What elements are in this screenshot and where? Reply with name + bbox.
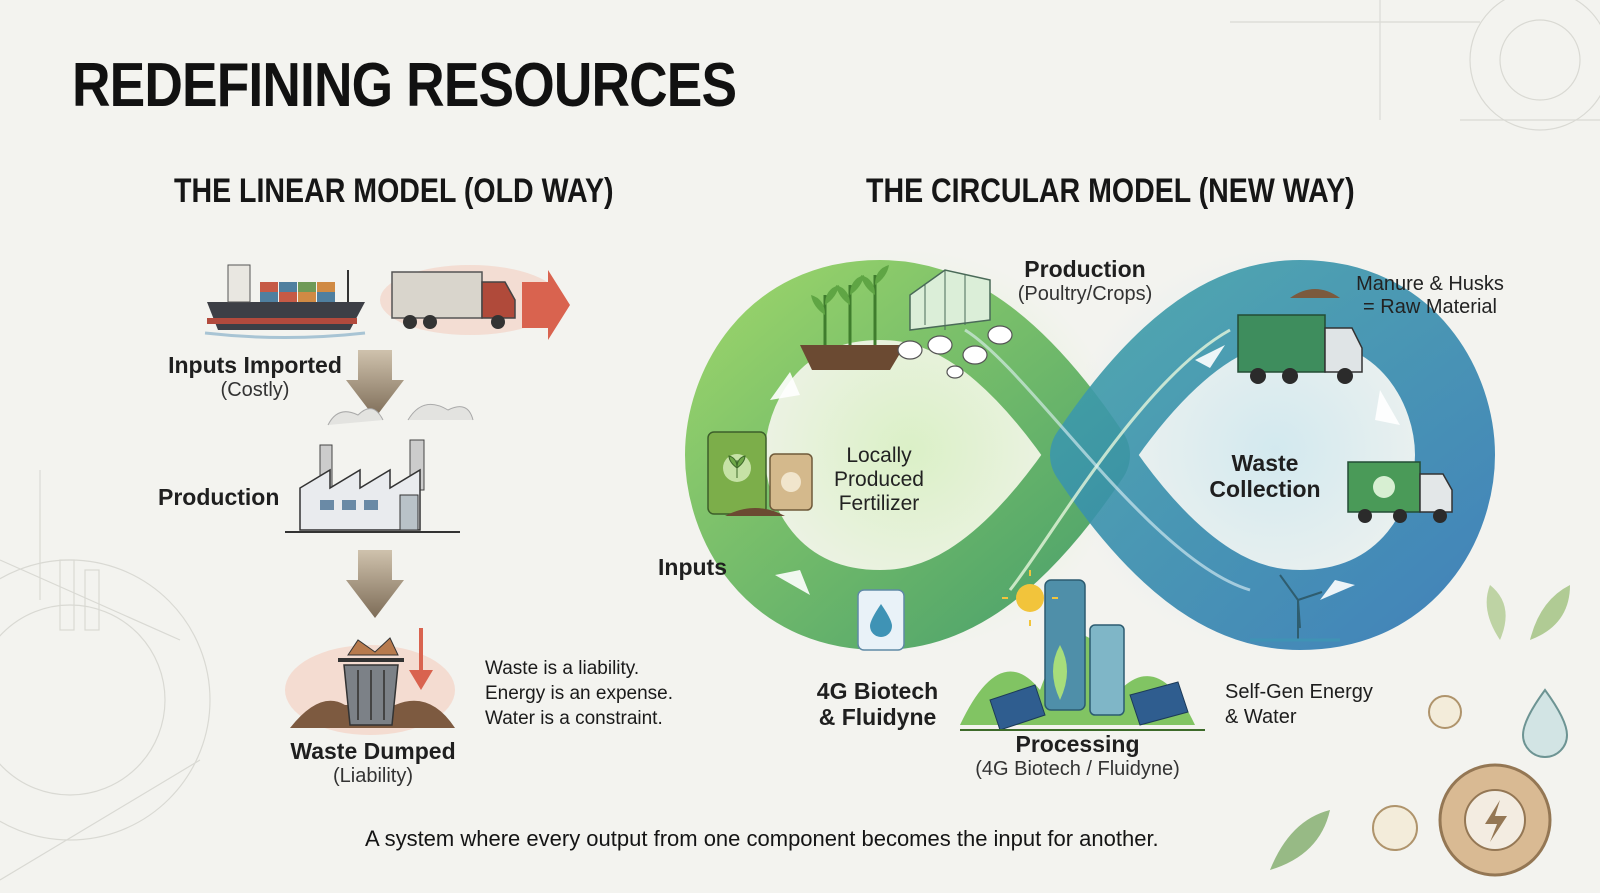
truck-icon [380, 265, 570, 340]
arrow-down-2 [346, 550, 404, 618]
trash-can-icon [285, 628, 455, 735]
fertilizer-bags-icon [707, 431, 813, 516]
inputs-imported-label: Inputs Imported (Costly) [168, 352, 342, 401]
waste-dumped-label: Waste Dumped (Liability) [290, 738, 456, 787]
ship-icon [204, 264, 366, 339]
factory-icon [285, 403, 474, 533]
raw-material-label: Manure & Husks = Raw Material [1356, 273, 1504, 318]
note-water: Water is a constraint. [485, 708, 663, 729]
circular-model-heading: THE CIRCULAR MODEL (NEW WAY) [866, 172, 1355, 210]
processing-plant-icon [960, 570, 1205, 731]
bottom-caption: A system where every output from one com… [365, 826, 1159, 851]
linear-production-label: Production [158, 484, 280, 510]
circular-inputs-label: Inputs [658, 554, 727, 580]
energy-water-label: Self-Gen Energy & Water [1225, 681, 1373, 728]
gear-decoration [1270, 585, 1570, 877]
linear-notes: Waste is a liability. Energy is an expen… [485, 656, 673, 731]
water-bag-icon [857, 589, 905, 651]
waste-collection-label: Waste Collection [1209, 450, 1321, 502]
arrow-down-1 [346, 350, 404, 418]
flow-arrows [770, 345, 1400, 600]
recycling-truck-icon [1347, 461, 1453, 523]
chickens-icon [897, 325, 1013, 379]
crops-icon [800, 265, 905, 370]
infinity-loop-right [1050, 259, 1496, 651]
note-waste: Waste is a liability. [485, 658, 640, 679]
circular-production-label: Production (Poultry/Crops) [1017, 256, 1153, 305]
biotech-label: 4G Biotech & Fluidyne [816, 678, 939, 730]
fertilizer-label: Locally Produced Fertilizer [834, 444, 924, 515]
linear-model-heading: THE LINEAR MODEL (OLD WAY) [174, 172, 614, 210]
garbage-truck-icon [1237, 289, 1363, 384]
processing-label: Processing (4G Biotech / Fluidyne) [975, 731, 1180, 780]
wind-turbine-icon [1250, 574, 1340, 642]
page-title: REDEFINING RESOURCES [72, 51, 737, 120]
greenhouse-icon [909, 269, 991, 331]
note-energy: Energy is an expense. [485, 683, 674, 704]
